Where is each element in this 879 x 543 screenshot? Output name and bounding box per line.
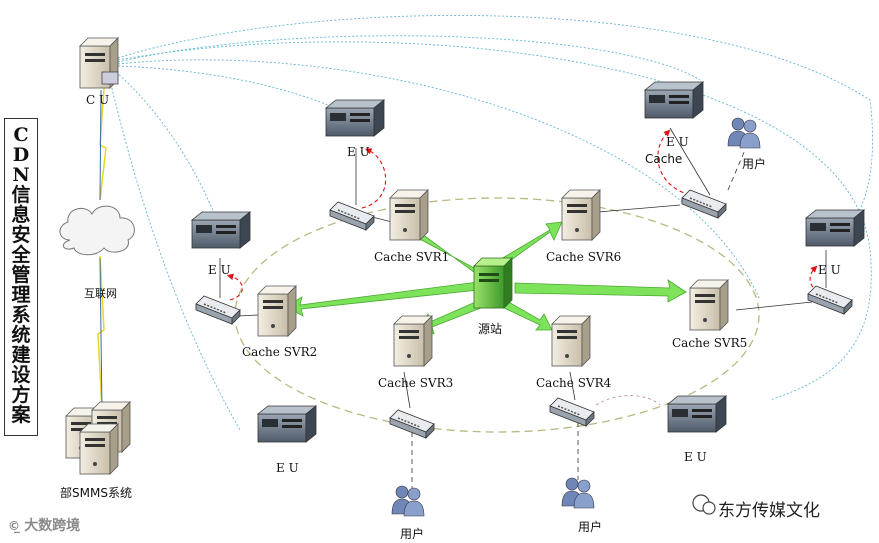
title-char: 系 bbox=[11, 304, 31, 326]
switch-icon bbox=[807, 285, 853, 315]
title-char: 息 bbox=[11, 204, 31, 226]
switch-icon bbox=[195, 295, 241, 325]
watermark-logo-icon: ©̲ bbox=[8, 519, 25, 533]
cu-server-icon bbox=[79, 37, 119, 89]
cache-svr1-icon bbox=[389, 189, 429, 241]
eu-left-label: E U bbox=[208, 263, 231, 277]
title-char: 安 bbox=[11, 224, 31, 246]
switch-icon bbox=[549, 397, 595, 427]
internet-label: 互联网 bbox=[84, 287, 117, 300]
title-char: 理 bbox=[11, 284, 31, 306]
cache-svr5-icon bbox=[689, 279, 729, 331]
eu-dashed-arcs bbox=[595, 395, 661, 406]
title-char: 统 bbox=[11, 324, 31, 346]
smms-label: 部SMMS系统 bbox=[60, 486, 132, 500]
user-label-bottom-left: 用户 bbox=[400, 527, 425, 541]
title-char: 信 bbox=[11, 184, 31, 206]
source-server-icon bbox=[473, 257, 513, 309]
cu-label: C U bbox=[86, 93, 110, 107]
internet-cloud-icon bbox=[59, 205, 135, 256]
eu-bottom-right-rack-icon bbox=[667, 395, 727, 433]
user-group-icon bbox=[727, 117, 761, 149]
eu-right-top-label: E U bbox=[666, 135, 689, 149]
cache-svr3-icon bbox=[393, 315, 433, 367]
eu-left-rack-icon bbox=[191, 211, 251, 249]
eu-right-label: E U bbox=[818, 263, 841, 277]
user-group-icon bbox=[561, 477, 595, 509]
eu-bottom-left-rack-icon bbox=[257, 405, 317, 443]
cache-svr3-label: Cache SVR3 bbox=[378, 376, 454, 390]
red-redirect-curves bbox=[226, 129, 819, 301]
cache-svr2-icon bbox=[257, 285, 297, 337]
cache-svr2-label: Cache SVR2 bbox=[242, 345, 318, 359]
eu-top-rack-icon bbox=[325, 99, 385, 137]
user-group-icon bbox=[391, 485, 425, 517]
watermark-right: 东方传媒文化 bbox=[718, 501, 820, 521]
thin-links bbox=[219, 127, 827, 409]
user-label-bottom-right: 用户 bbox=[578, 520, 603, 534]
title-char: 管 bbox=[11, 264, 31, 286]
eu-bottom-left-label: E U bbox=[276, 461, 299, 475]
cu-link-curves bbox=[109, 14, 874, 431]
title-char: 设 bbox=[11, 364, 31, 386]
cache-svr6-icon bbox=[561, 189, 601, 241]
cache-svr1-label: Cache SVR1 bbox=[374, 250, 450, 264]
cache-svr6-label: Cache SVR6 bbox=[546, 250, 622, 264]
wechat-icon bbox=[692, 494, 716, 515]
cache-svr4-label: Cache SVR4 bbox=[536, 376, 612, 390]
cache-svr4-icon bbox=[551, 315, 591, 367]
source-label: 源站 bbox=[478, 322, 503, 336]
eu-top-label: E U bbox=[347, 145, 370, 159]
eu-right-top-rack-icon bbox=[644, 81, 704, 119]
user-label-top-right: 用户 bbox=[742, 157, 767, 171]
smms-servers-icon bbox=[65, 401, 131, 475]
cache-word-label: Cache bbox=[645, 152, 683, 166]
watermark-left: ©̲ 大数跨境 bbox=[8, 518, 81, 534]
title-char: C bbox=[13, 124, 29, 146]
switch-icon bbox=[329, 201, 375, 231]
eu-right-rack-icon bbox=[805, 209, 865, 247]
eu-bottom-right-label: E U bbox=[684, 450, 707, 464]
cache-svr5-label: Cache SVR5 bbox=[672, 336, 748, 350]
title-char: 案 bbox=[11, 404, 31, 426]
user-links bbox=[411, 149, 746, 488]
cu-internet-link bbox=[99, 87, 107, 201]
title-char: 方 bbox=[11, 384, 31, 406]
switch-icon bbox=[681, 189, 727, 219]
title-char: D bbox=[12, 144, 30, 166]
title-char: N bbox=[12, 164, 30, 186]
title-char: 全 bbox=[11, 244, 31, 266]
title-char: 建 bbox=[11, 344, 31, 366]
